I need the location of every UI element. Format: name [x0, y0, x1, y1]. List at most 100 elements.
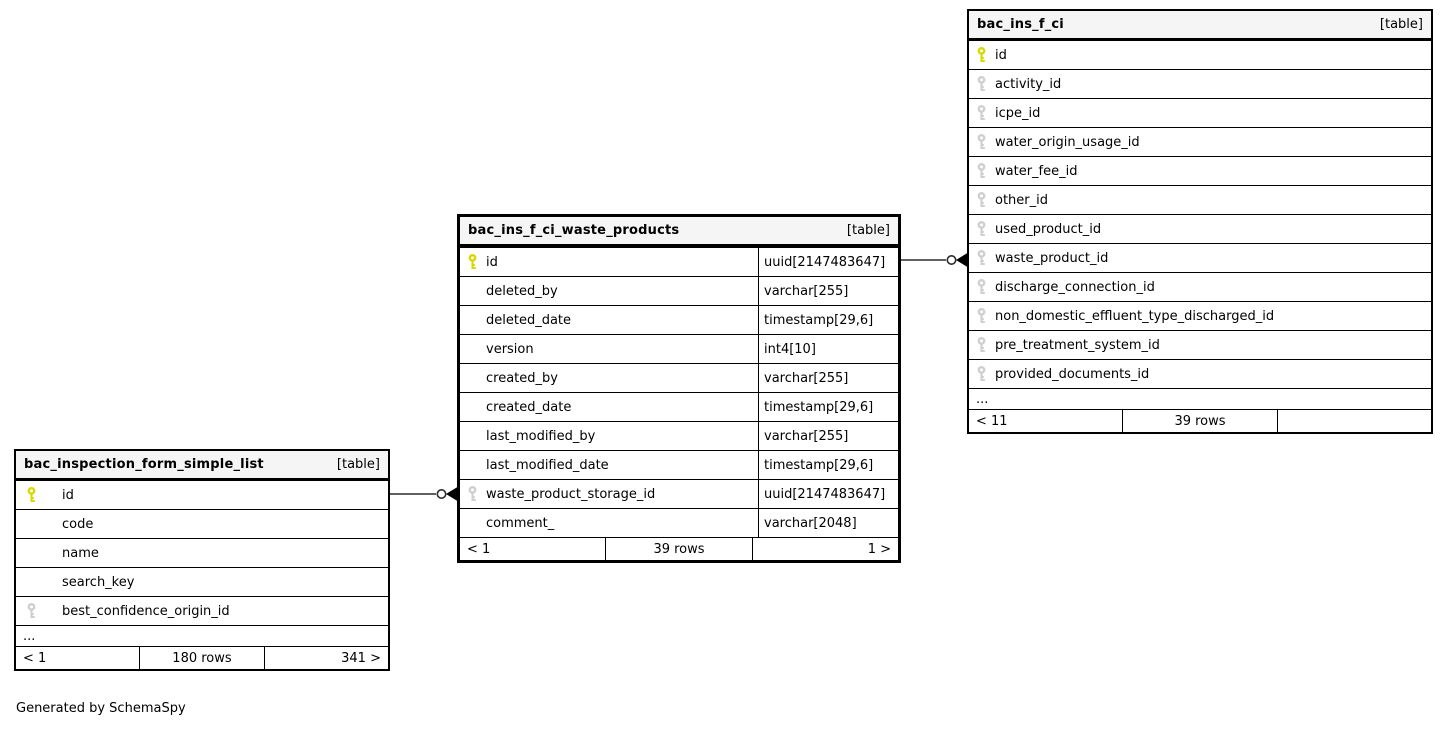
column-name: created_by	[486, 370, 558, 386]
crow-foot-arrowhead	[446, 487, 457, 501]
table-header[interactable]: bac_ins_f_ci [table]	[969, 11, 1431, 40]
related-tables-left-count: < 1	[467, 541, 491, 557]
primary-key-icon	[468, 254, 477, 270]
primary-key-icon	[27, 487, 36, 503]
column-row-comment_: comment_varchar[2048]	[460, 508, 898, 537]
related-tables-right-count	[1278, 410, 1431, 432]
table-footer: < 1 180 rows 341 >	[16, 646, 388, 669]
foreign-key-icon	[977, 250, 986, 266]
foreign-key-icon	[977, 76, 986, 92]
foreign-key-icon	[27, 603, 36, 619]
column-row-id: id	[969, 40, 1431, 69]
column-type: varchar[255]	[758, 364, 898, 392]
column-name: best_confidence_origin_id	[62, 603, 230, 619]
fk-relationship-line-waste-product	[901, 253, 967, 267]
foreign-key-icon	[977, 134, 986, 150]
column-name: icpe_id	[995, 105, 1041, 121]
column-name: name	[62, 545, 99, 561]
column-row-last_modified_date: last_modified_date timestamp[29,6]	[460, 450, 898, 479]
column-row-version: version int4[10]	[460, 334, 898, 363]
table-type-badge: [table]	[336, 457, 380, 472]
column-name: version	[486, 341, 534, 357]
column-name: pre_treatment_system_id	[995, 337, 1160, 353]
table-node-bac_ins_f_ci[interactable]: bac_ins_f_ci [table] id activity_id icpe_…	[967, 9, 1433, 434]
table-header[interactable]: bac_ins_f_ci_waste_products [table]	[460, 217, 898, 247]
column-type: timestamp[29,6]	[758, 306, 898, 334]
column-row-water_origin_usage_id: water_origin_usage_id	[969, 127, 1431, 156]
table-node-bac_inspection_form_simple_list[interactable]: bac_inspection_form_simple_list [table] i…	[14, 449, 390, 671]
column-name: discharge_connection_id	[995, 279, 1155, 295]
more-columns-indicator: ...	[16, 625, 388, 646]
row-count: 39 rows	[605, 538, 753, 560]
foreign-key-icon	[977, 105, 986, 121]
table-footer: < 1 39 rows 1 >	[460, 537, 898, 560]
column-type: int4[10]	[758, 335, 898, 363]
foreign-key-icon	[977, 308, 986, 324]
column-name: non_domestic_effluent_type_discharged_id	[995, 308, 1275, 324]
column-name: provided_documents_id	[995, 366, 1150, 382]
column-name: created_date	[486, 399, 572, 415]
column-name: search_key	[62, 574, 135, 590]
column-name: id	[995, 47, 1007, 63]
column-name: code	[62, 516, 94, 532]
fk-relationship-line-storage	[390, 487, 457, 501]
column-type: timestamp[29,6]	[758, 393, 898, 421]
table-title[interactable]: bac_inspection_form_simple_list	[24, 457, 264, 472]
column-name: used_product_id	[995, 221, 1102, 237]
column-name: activity_id	[995, 76, 1062, 92]
column-row-name: name	[16, 538, 388, 567]
related-tables-right-count: 341 >	[341, 650, 381, 666]
column-name: last_modified_date	[486, 457, 609, 473]
related-tables-right-count: 1 >	[867, 541, 891, 557]
column-row-last_modified_by: last_modified_by varchar[255]	[460, 421, 898, 450]
table-header[interactable]: bac_inspection_form_simple_list [table]	[16, 451, 388, 480]
column-type: timestamp[29,6]	[758, 451, 898, 479]
foreign-key-icon	[977, 221, 986, 237]
column-name: waste_product_id	[995, 250, 1109, 266]
column-type: uuid[2147483647]	[758, 248, 898, 276]
related-tables-left-count: < 1	[23, 650, 47, 666]
column-name: deleted_date	[486, 312, 572, 328]
table-type-badge: [table]	[846, 223, 890, 238]
table-type-badge: [table]	[1379, 17, 1423, 32]
column-row-waste_product_id: waste_product_id	[969, 243, 1431, 272]
column-name: id	[62, 487, 74, 503]
zero-or-one-circle	[436, 488, 447, 499]
column-row-id: id	[16, 480, 388, 509]
column-name: other_id	[995, 192, 1048, 208]
more-columns-indicator: ...	[969, 388, 1431, 409]
column-name: water_origin_usage_id	[995, 134, 1140, 150]
column-row-created_date: created_date timestamp[29,6]	[460, 392, 898, 421]
column-row-used_product_id: used_product_id	[969, 214, 1431, 243]
foreign-key-icon	[977, 192, 986, 208]
foreign-key-icon	[977, 337, 986, 353]
column-name: deleted_by	[486, 283, 558, 299]
row-count: 39 rows	[1122, 410, 1278, 432]
column-row-icpe_id: icpe_id	[969, 98, 1431, 127]
column-name: comment_	[486, 515, 555, 531]
related-tables-left-count: < 11	[976, 413, 1008, 429]
foreign-key-icon	[977, 366, 986, 382]
primary-key-icon	[977, 47, 986, 63]
generator-note: Generated by SchemaSpy	[16, 701, 186, 716]
table-title[interactable]: bac_ins_f_ci	[977, 17, 1064, 32]
zero-or-one-circle	[946, 255, 957, 266]
column-name: waste_product_storage_id	[486, 486, 656, 502]
column-type: varchar[255]	[758, 422, 898, 450]
row-count: 180 rows	[139, 647, 265, 669]
column-name: last_modified_by	[486, 428, 596, 444]
column-row-created_by: created_by varchar[255]	[460, 363, 898, 392]
column-row-non_domestic_effluent_type_discharged_id: non_domestic_effluent_type_discharged_id	[969, 301, 1431, 330]
column-row-best_confidence_origin_id: best_confidence_origin_id	[16, 596, 388, 625]
table-title[interactable]: bac_ins_f_ci_waste_products	[468, 223, 680, 238]
column-row-water_fee_id: water_fee_id	[969, 156, 1431, 185]
column-row-code: code	[16, 509, 388, 538]
column-row-provided_documents_id: provided_documents_id	[969, 359, 1431, 388]
column-row-search_key: search_key	[16, 567, 388, 596]
foreign-key-icon	[468, 486, 477, 502]
crow-foot-arrowhead	[956, 253, 967, 267]
column-row-pre_treatment_system_id: pre_treatment_system_id	[969, 330, 1431, 359]
